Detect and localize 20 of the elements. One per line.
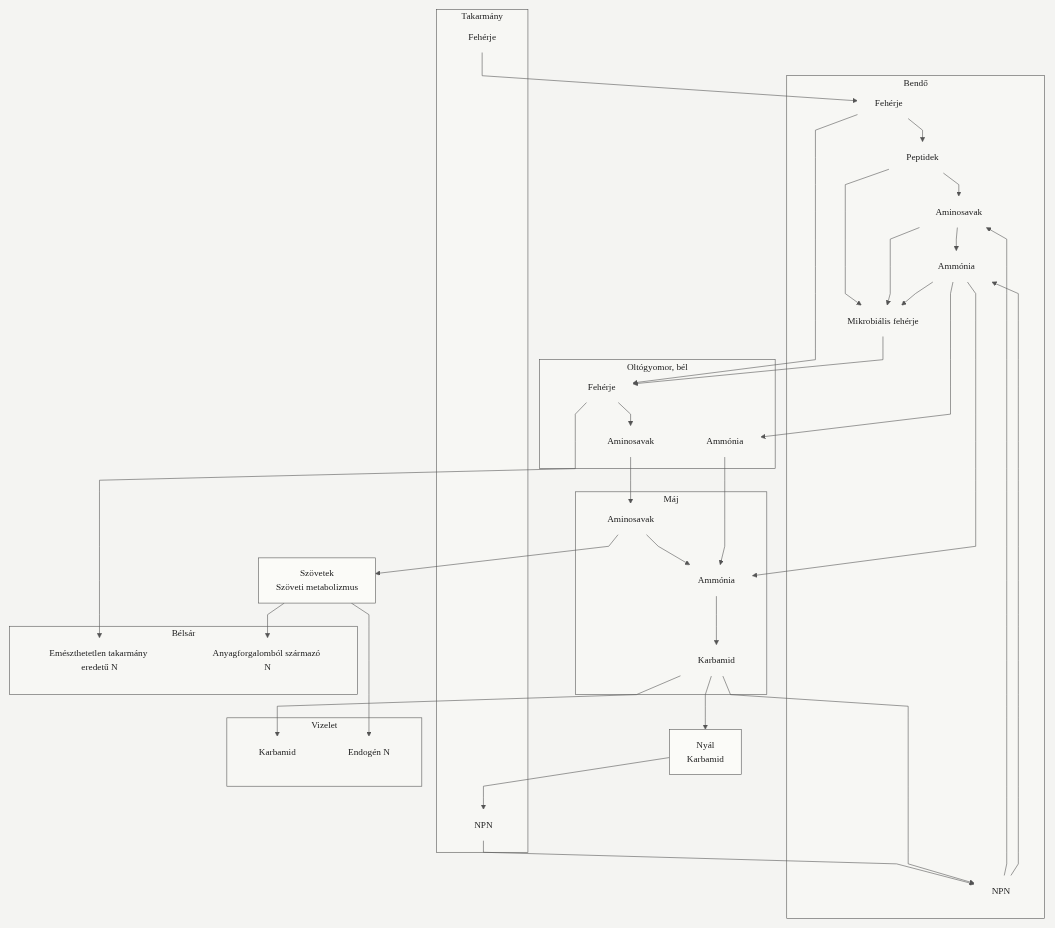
node-text: Fehérje: [468, 31, 497, 42]
node-box: Nyál Karbamid: [669, 729, 742, 775]
node-text: Endogén N: [348, 746, 391, 757]
node-text: Aminosavak: [935, 206, 983, 217]
node-text: Ammónia: [706, 436, 744, 447]
node-text: Fehérje: [588, 381, 616, 392]
node-text: NPN: [474, 819, 494, 830]
node-text: NPN: [991, 885, 1011, 896]
node-text: Anyagforgalomból származó N: [212, 648, 321, 673]
node-text: Aminosavak: [607, 436, 655, 447]
node-text: Ammónia: [938, 261, 976, 272]
node-text: Peptidek: [906, 152, 940, 163]
node-text: Karbamid: [698, 655, 736, 666]
node-text: Emészthetetlen takarmány eredetű N: [49, 648, 148, 673]
node-text: Fehérje: [875, 97, 903, 108]
node-text: Ammónia: [698, 575, 736, 586]
node-text: Aminosavak: [607, 513, 655, 524]
node-box: Szövetek Szöveti metabolizmus: [258, 557, 377, 604]
node-text: Mikrobiális fehérje: [847, 315, 919, 326]
node-text: Karbamid: [259, 746, 297, 757]
